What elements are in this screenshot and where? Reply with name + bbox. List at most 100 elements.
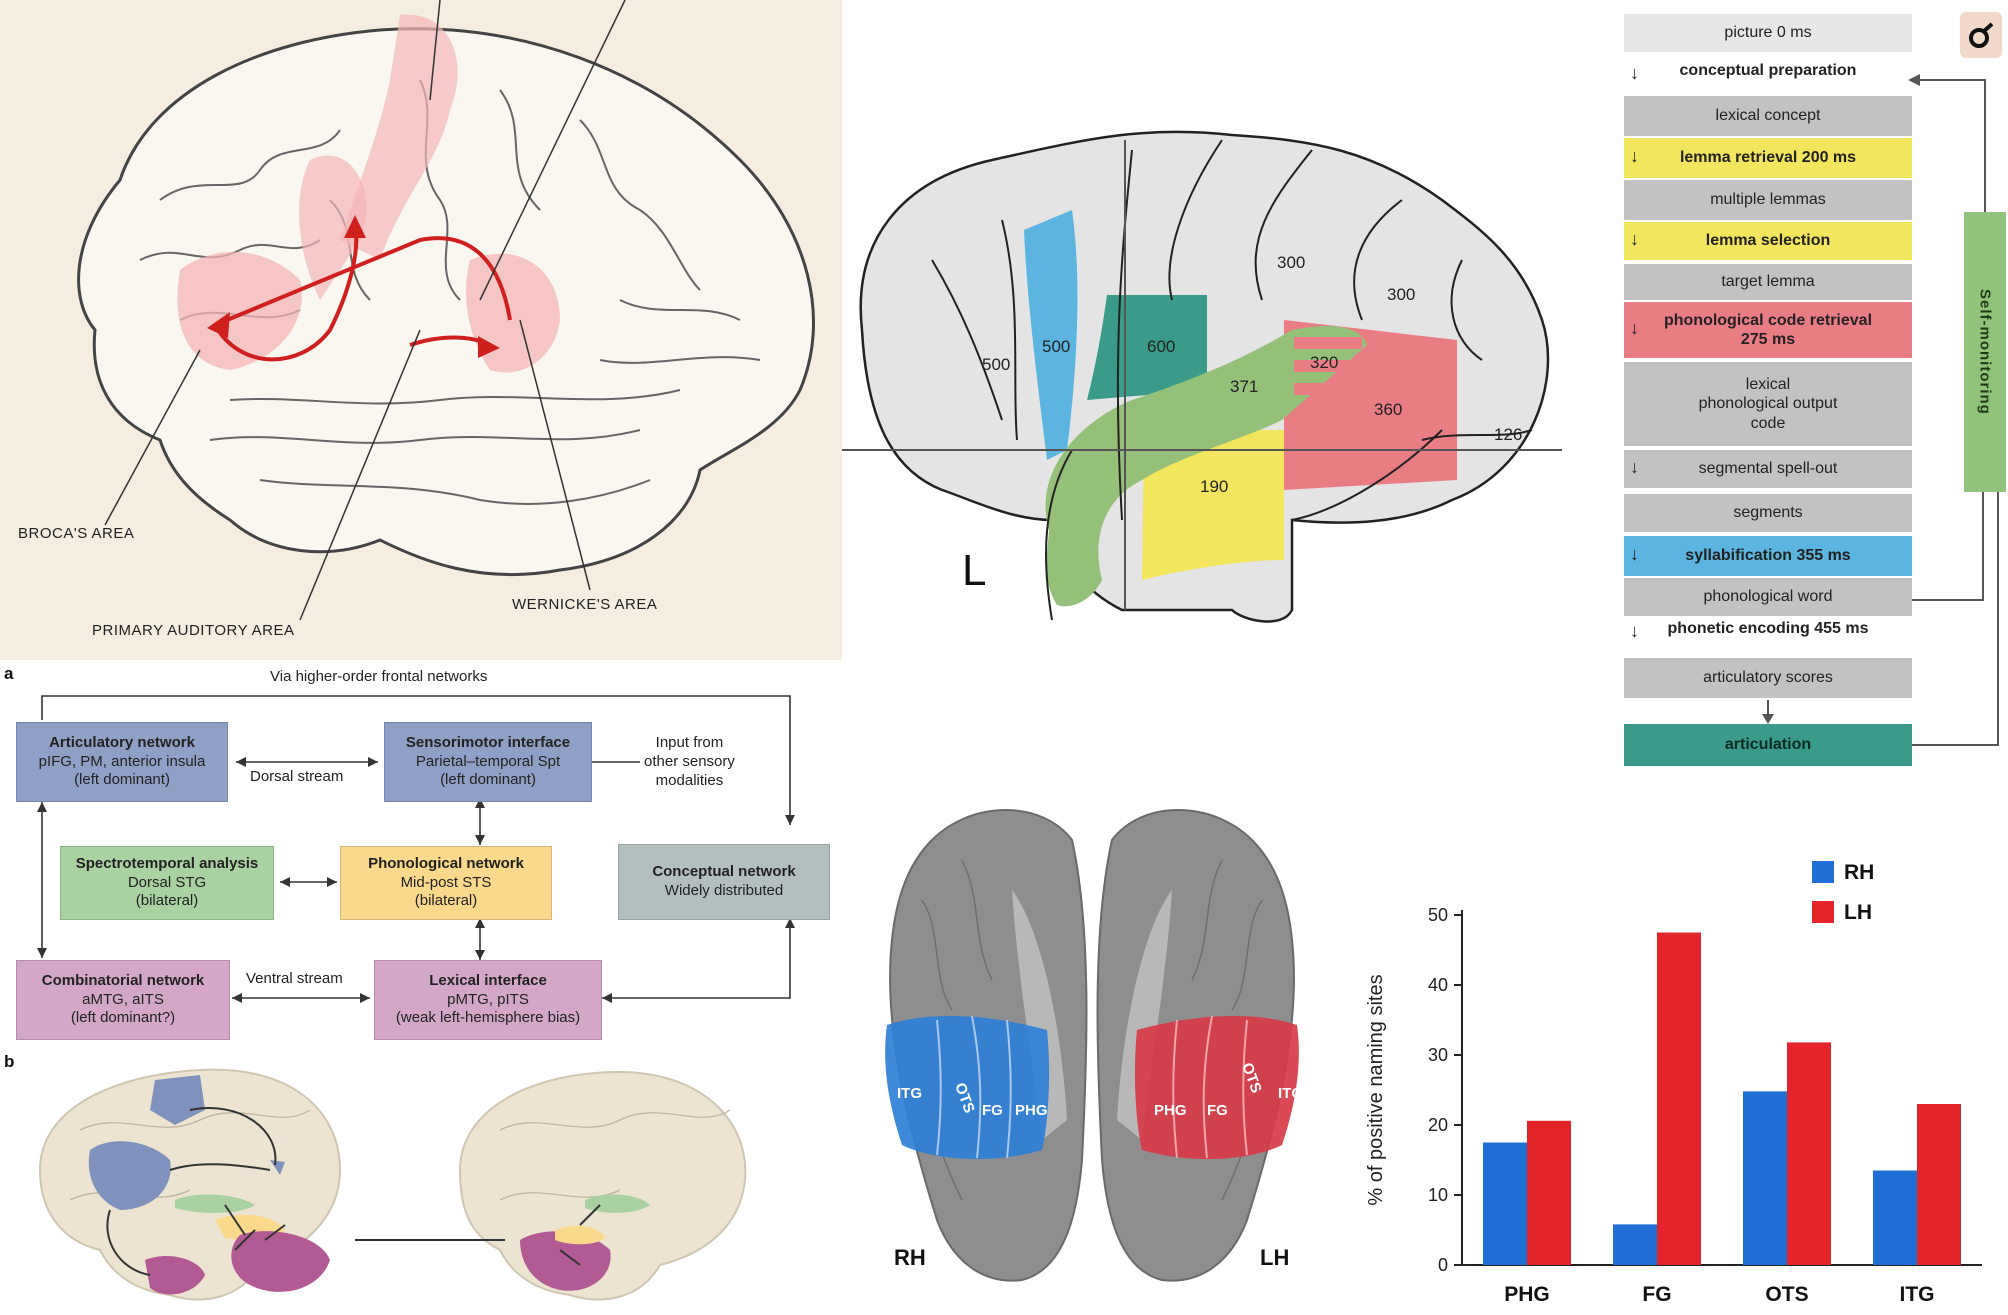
map-value: 360 [1374,400,1402,419]
y-tick-label: 20 [1428,1115,1448,1135]
ventral-surface-panel: ITG OTS FG PHG PHG FG OTS ITG RH LH [842,780,1342,1315]
box-line: Mid-post STS [400,873,492,891]
rh-hemisphere-label: RH [894,1245,926,1270]
dual-stream-model-panel: a Via higher-order frontal networks Art [0,660,842,1050]
down-arrow-icon: ↓ [1630,318,1639,338]
flow-step: segmental spell-out [1624,450,1912,488]
map-value: 500 [982,355,1010,374]
flow-step: lemma selection [1624,222,1912,260]
y-tick-label: 50 [1428,905,1448,925]
flow-step: lexical concept [1624,96,1912,136]
box-line: Dorsal STG [127,873,207,891]
box-line: pIFG, PM, anterior insula [38,752,206,770]
box-title: Articulatory network [49,733,195,751]
wernickes-area-label: WERNICKE'S AREA [512,596,658,613]
lh-hemisphere-label: LH [1260,1245,1289,1270]
box-title: Lexical interface [429,971,547,989]
dual-stream-brains [38,1068,747,1301]
legend-label: RH [1844,861,1874,884]
lh-region-label: ITG [1278,1085,1303,1102]
flow-step: segments [1624,494,1912,532]
self-monitoring-label: Self-monitoring [1976,289,1994,415]
conceptual-network-box: Conceptual network Widely distributed [618,844,830,920]
ventral-brains: ITG OTS FG PHG PHG FG OTS ITG RH LH [885,809,1303,1282]
articulatory-network-box: Articulatory network pIFG, PM, anterior … [16,722,228,802]
lexical-interface-box: Lexical interface pMTG, pITS (weak left-… [374,960,602,1040]
lh-region-label: PHG [1154,1102,1187,1119]
sensorimotor-interface-box: Sensorimotor interface Parietal–temporal… [384,722,592,802]
flow-step: syllabification 355 ms [1624,536,1912,576]
dorsal-stream-label: Dorsal stream [250,768,344,785]
down-arrow-icon: ↓ [1630,621,1639,641]
rh-region-label: ITG [897,1085,922,1102]
rh-region-label: FG [982,1102,1003,1119]
x-category-label: ITG [1900,1283,1935,1306]
box-title: Spectrotemporal analysis [75,854,259,872]
box-line: (left dominant) [440,771,536,789]
self-monitoring-bar: Self-monitoring [1964,212,2006,492]
bar-rh-phg [1483,1142,1527,1265]
latency-map-brain: 500 500 600 300 300 371 320 360 126 190 … [842,130,1562,623]
down-arrow-icon: ↓ [1630,229,1639,249]
naming-sites-bar-chart: % of positive naming sites 0 10 20 30 40 50PH… [1365,861,1982,1306]
box-title: Sensorimotor interface [405,733,571,751]
down-arrow-icon: ↓ [1630,146,1639,166]
box-line: (bilateral) [414,892,478,910]
x-category-label: PHG [1504,1283,1550,1306]
latency-map-panel: 500 500 600 300 300 371 320 360 126 190 … [842,0,1608,770]
box-line: (bilateral) [135,892,199,910]
model-arrows [37,695,795,1003]
legend-swatch [1812,861,1834,883]
dual-stream-brains-panel: b [0,1050,842,1315]
ventral-stream-label: Ventral stream [246,970,343,987]
y-axis-label: % of positive naming sites [1365,974,1387,1205]
brocas-area-label: BROCA'S AREA [18,525,135,542]
legend-label: LH [1844,901,1872,924]
frontal-networks-caption: Via higher-order frontal networks [270,668,488,685]
hemisphere-label: L [962,546,986,595]
y-tick-label: 10 [1428,1185,1448,1205]
down-arrow-icon: ↓ [1630,457,1639,477]
region-yellow [1142,430,1284,580]
combinatorial-network-box: Combinatorial network aMTG, aITS (left d… [16,960,230,1040]
region-green [1045,325,1367,607]
x-category-label: OTS [1765,1283,1808,1306]
flow-step: articulation [1624,724,1912,766]
map-value: 190 [1200,477,1228,496]
y-tick-label: 30 [1428,1045,1448,1065]
box-line: (weak left-hemisphere bias) [395,1009,581,1027]
legend-swatch [1812,901,1834,923]
phonological-network-box: Phonological network Mid-post STS (bilat… [340,846,552,920]
bar-rh-ots [1743,1091,1787,1265]
lh-region-label: FG [1207,1102,1228,1119]
bar-rh-fg [1613,1224,1657,1265]
region-blue [1024,210,1078,460]
box-line: (left dominant?) [70,1009,176,1027]
y-tick-label: 40 [1428,975,1448,995]
map-value: 300 [1277,253,1305,272]
map-value: 600 [1147,337,1175,356]
box-line: Parietal–temporal Spt [415,752,561,770]
flow-step: articulatory scores [1624,658,1912,698]
classic-brain-panel: BROCA'S AREA PRIMARY AUDITORY AREA WERNI… [0,0,842,660]
flow-step: phonological word [1624,578,1912,616]
rh-region-label: PHG [1015,1102,1048,1119]
flow-step: phonetic encoding 455 ms [1667,620,1869,637]
down-arrow-icon: ↓ [1630,63,1639,83]
down-arrow-icon: ↓ [1630,544,1639,564]
primary-auditory-area-label: PRIMARY AUDITORY AREA [92,622,295,639]
map-value: 300 [1387,285,1415,304]
box-line: pMTG, pITS [447,990,529,1008]
map-value: 371 [1230,377,1258,396]
box-title: Phonological network [368,854,524,872]
y-tick-label: 0 [1438,1255,1448,1275]
bar-lh-fg [1657,932,1701,1265]
box-line: aMTG, aITS [82,990,164,1008]
x-category-label: FG [1642,1283,1671,1306]
flow-step: conceptual preparation [1679,62,1857,79]
input-modalities-text: Input from other sensory modalities [644,734,735,789]
box-line: Widely distributed [664,882,784,899]
map-value: 500 [1042,337,1070,356]
box-title: Combinatorial network [41,971,205,989]
